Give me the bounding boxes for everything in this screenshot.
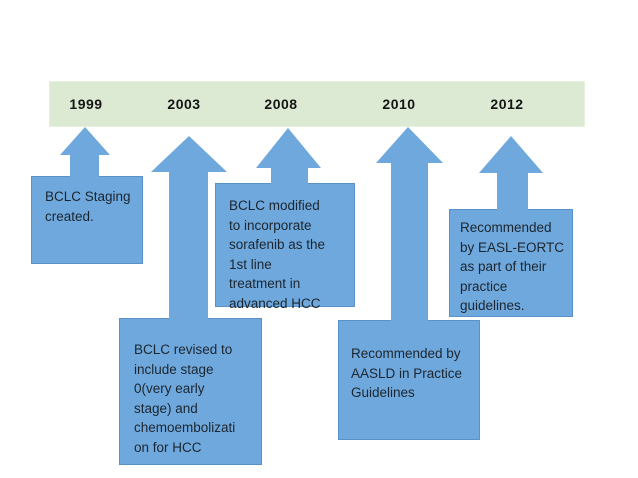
event-text-2010: Recommended by AASLD in Practice Guideli… (351, 346, 463, 400)
year-label-2008: 2008 (264, 96, 298, 112)
event-box-2008: BCLC modified to incorporate sorafenib a… (215, 183, 355, 311)
event-box-1999: BCLC Staging created. (31, 176, 143, 264)
event-text-1999: BCLC Staging created. (45, 189, 131, 224)
year-label-1999: 1999 (69, 96, 103, 112)
up-arrow-2010-icon (376, 127, 443, 328)
up-arrow-2012-icon (479, 136, 543, 216)
year-label-2010: 2010 (382, 96, 416, 112)
event-box-2003: BCLC revised to include stage 0(very ear… (119, 318, 262, 465)
year-label-2003: 2003 (167, 96, 201, 112)
event-text-2008: BCLC modified to incorporate sorafenib a… (229, 198, 326, 311)
event-box-2010: Recommended by AASLD in Practice Guideli… (338, 320, 480, 440)
event-box-2012: Recommended by EASL-EORTC as part of the… (449, 209, 573, 317)
event-text-2003: BCLC revised to include stage 0(very ear… (134, 342, 236, 455)
event-text-2012: Recommended by EASL-EORTC as part of the… (460, 220, 565, 313)
up-arrow-1999-icon (60, 127, 110, 182)
timeline-bar: 1999 2003 2008 2010 2012 (49, 81, 585, 127)
year-label-2012: 2012 (490, 96, 524, 112)
up-arrow-2008-icon (256, 128, 321, 190)
